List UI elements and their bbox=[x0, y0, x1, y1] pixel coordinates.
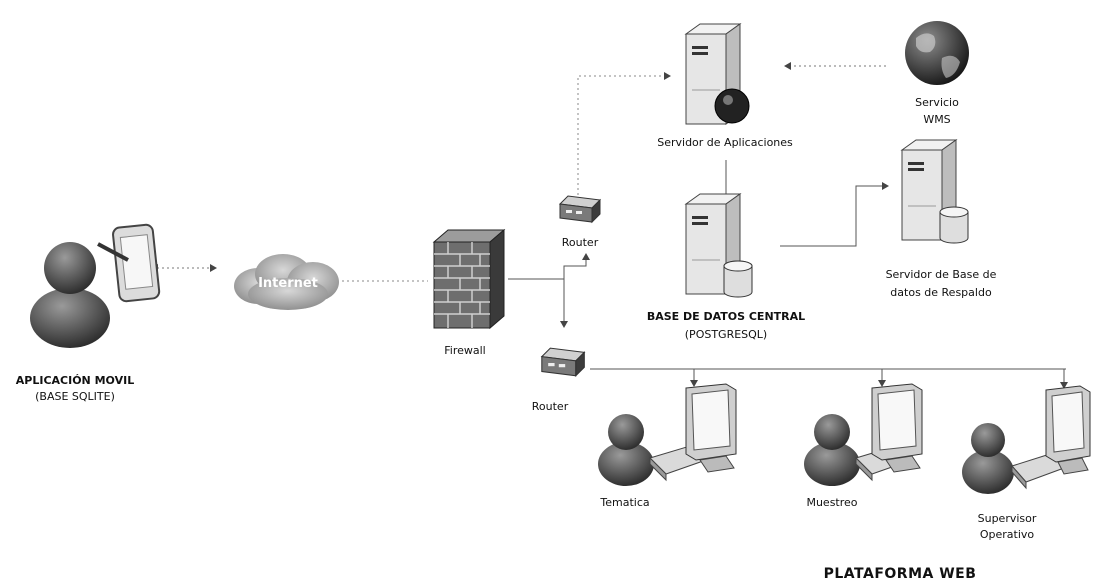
router-bottom-label: Router bbox=[531, 400, 569, 413]
mobile-app-title: APLICACIÓN MOVIL bbox=[15, 374, 135, 387]
workstation-tematica bbox=[594, 376, 754, 490]
db-central-title: BASE DE DATOS CENTRAL bbox=[646, 310, 806, 323]
link-router-appserver bbox=[577, 72, 671, 195]
user-muestreo-label: Muestreo bbox=[806, 496, 858, 509]
wms-label-1: Servicio bbox=[915, 96, 959, 109]
platform-title: PLATAFORMA WEB bbox=[823, 566, 977, 582]
firewall-label: Firewall bbox=[444, 344, 486, 357]
router-bottom-icon bbox=[534, 346, 590, 380]
backup-label-1: Servidor de Base de bbox=[885, 268, 997, 281]
db-central-server-icon bbox=[678, 192, 768, 302]
wms-label-2: WMS bbox=[923, 113, 951, 126]
app-server-label: Servidor de Aplicaciones bbox=[657, 136, 793, 149]
firewall-icon bbox=[428, 228, 506, 330]
app-server-icon bbox=[678, 22, 758, 132]
workstation-muestreo bbox=[800, 376, 960, 490]
workstation-supervisor bbox=[958, 384, 1096, 498]
backup-label-2: datos de Respaldo bbox=[890, 286, 992, 299]
link-firewall-router-top bbox=[508, 253, 590, 280]
link-db-backup bbox=[780, 182, 889, 247]
user-supervisor-label-2: Operativo bbox=[979, 528, 1035, 541]
user-supervisor-label-1: Supervisor bbox=[977, 512, 1037, 525]
user-tematica-label: Tematica bbox=[600, 496, 650, 509]
globe-icon bbox=[902, 18, 972, 88]
router-top-icon bbox=[554, 194, 604, 226]
internet-cloud-icon: Internet bbox=[228, 246, 348, 316]
internet-label: Internet bbox=[258, 276, 318, 291]
mobile-app-subtitle: (BASE SQLITE) bbox=[35, 390, 115, 403]
router-top-label: Router bbox=[561, 236, 599, 249]
backup-server-icon bbox=[894, 138, 984, 248]
db-central-subtitle: (POSTGRESQL) bbox=[684, 328, 768, 341]
mobile-user-icon bbox=[20, 222, 161, 348]
